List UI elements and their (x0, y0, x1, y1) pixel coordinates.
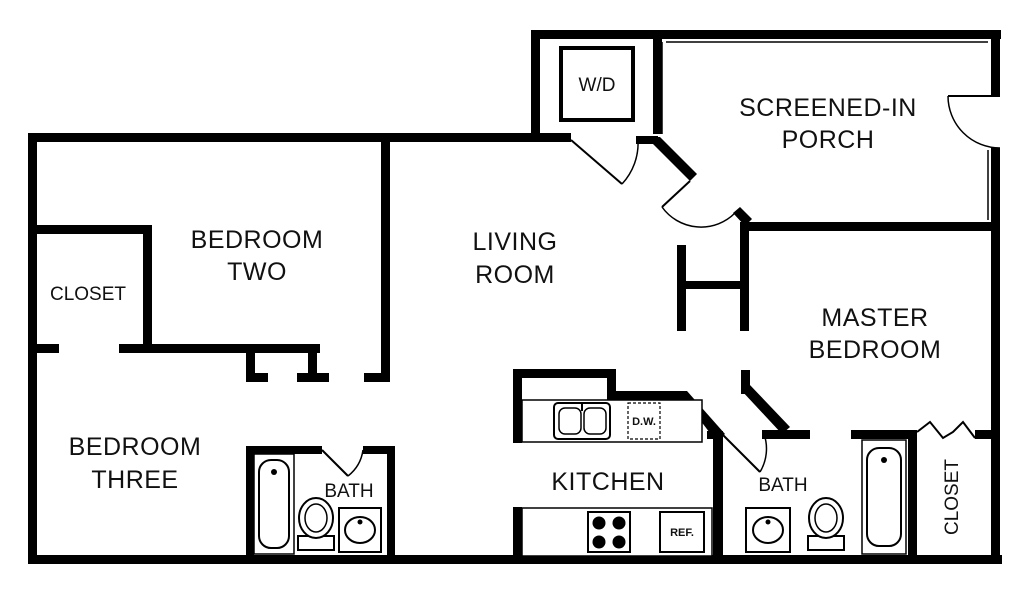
room-labels: BEDROOM TWO CLOSET BEDROOM THREE LIVING … (50, 94, 963, 535)
dishwasher-label: D.W. (632, 416, 656, 428)
left-toilet-icon (297, 497, 335, 551)
bath-left-label: BATH (324, 481, 373, 502)
washer-dryer-box (559, 46, 635, 122)
kitchen-sink-icon (553, 402, 611, 440)
right-sink-icon (745, 507, 791, 553)
bedroom-two-label-2: TWO (227, 258, 287, 286)
walls (28, 30, 1002, 564)
left-bathtub-icon (253, 453, 295, 555)
master-bedroom-label-1: MASTER (821, 304, 928, 332)
closet-right-label: CLOSET (942, 459, 963, 535)
bedroom-two-label-1: BEDROOM (191, 226, 324, 254)
porch-label-1: SCREENED-IN (739, 94, 917, 122)
dishwasher-box (627, 402, 661, 440)
washer-dryer-label: W/D (579, 75, 616, 96)
right-bathtub-icon (861, 439, 907, 555)
refrigerator-box (659, 511, 705, 553)
closet-left-label: CLOSET (50, 284, 126, 305)
living-room-label-1: LIVING (473, 228, 558, 256)
stove-icon (587, 511, 631, 553)
porch-label-2: PORCH (782, 126, 875, 154)
bedroom-three-label-2: THREE (91, 466, 178, 494)
right-toilet-icon (807, 497, 845, 551)
refrigerator-label: REF. (670, 527, 694, 539)
doors-and-windows (321, 41, 1001, 477)
fixtures: W/D D.W. REF. (253, 46, 907, 557)
living-room-label-2: ROOM (475, 261, 555, 289)
bedroom-three-label-1: BEDROOM (69, 433, 202, 461)
kitchen-label: KITCHEN (551, 468, 664, 496)
master-bedroom-label-2: BEDROOM (809, 336, 942, 364)
left-sink-icon (338, 507, 382, 553)
bath-right-label: BATH (758, 475, 807, 496)
